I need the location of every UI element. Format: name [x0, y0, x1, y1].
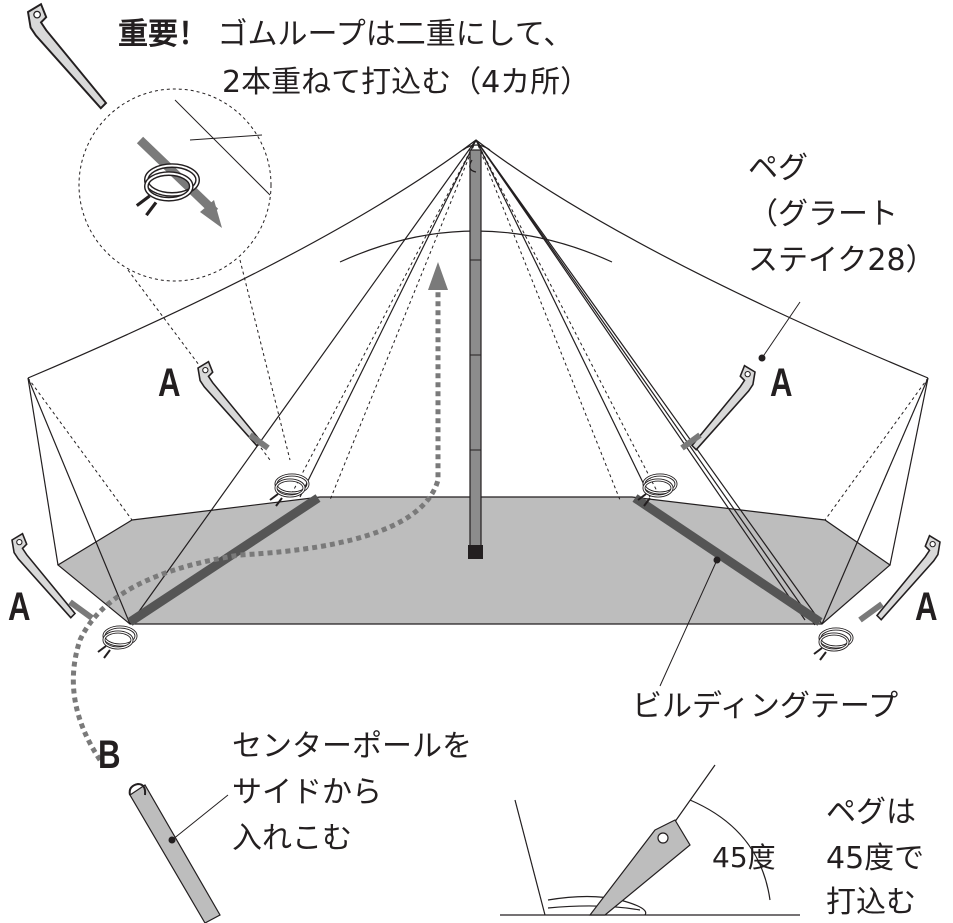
loop-icon-front-left [96, 625, 138, 660]
pole-note-line2: サイドから [232, 775, 382, 810]
important-line2: 2本重ねて打込む（4カ所） [222, 65, 591, 100]
detail-loop-icon [137, 166, 198, 216]
peg45-line3: 打込む [826, 885, 916, 920]
tent-outline [27, 139, 929, 626]
peg-label-line3: ステイク28） [748, 243, 936, 278]
pole-note-line3: 入れこむ [232, 821, 352, 856]
peg45-line1: ペグは [826, 795, 916, 830]
peg-angle-detail [500, 764, 800, 916]
marker-a-front-right: A [915, 585, 938, 629]
building-tape-label: ビルディングテープ [632, 689, 899, 724]
marker-a-back-right: A [770, 361, 793, 405]
important-line1: ゴムループは二重にして、 [217, 17, 574, 52]
loop-icon-front-right [812, 627, 854, 662]
detail-peg-icon [27, 3, 107, 110]
peg-label-line2: （グラート [748, 197, 898, 232]
peg-label-line1: ペグ [748, 151, 808, 186]
center-pole [468, 149, 483, 559]
peg45-line2: 45度で [826, 841, 925, 876]
important-label: 重要！ [118, 17, 208, 52]
pole-insert-detail [128, 782, 229, 923]
detail-circle [78, 88, 272, 282]
building-tape-right [632, 494, 823, 626]
pole-path [70, 280, 441, 762]
important-note: 重要！ ゴムループは二重にして、 [118, 17, 574, 53]
angle-label: 45度 [712, 841, 776, 874]
tent-inner-dashed [27, 139, 929, 521]
marker-a-front-left: A [8, 585, 31, 629]
pole-path-arrowhead [428, 262, 448, 290]
marker-b: B [98, 733, 121, 777]
pole-note-line1: センターポールを [232, 729, 472, 764]
marker-a-back-left: A [158, 361, 181, 405]
